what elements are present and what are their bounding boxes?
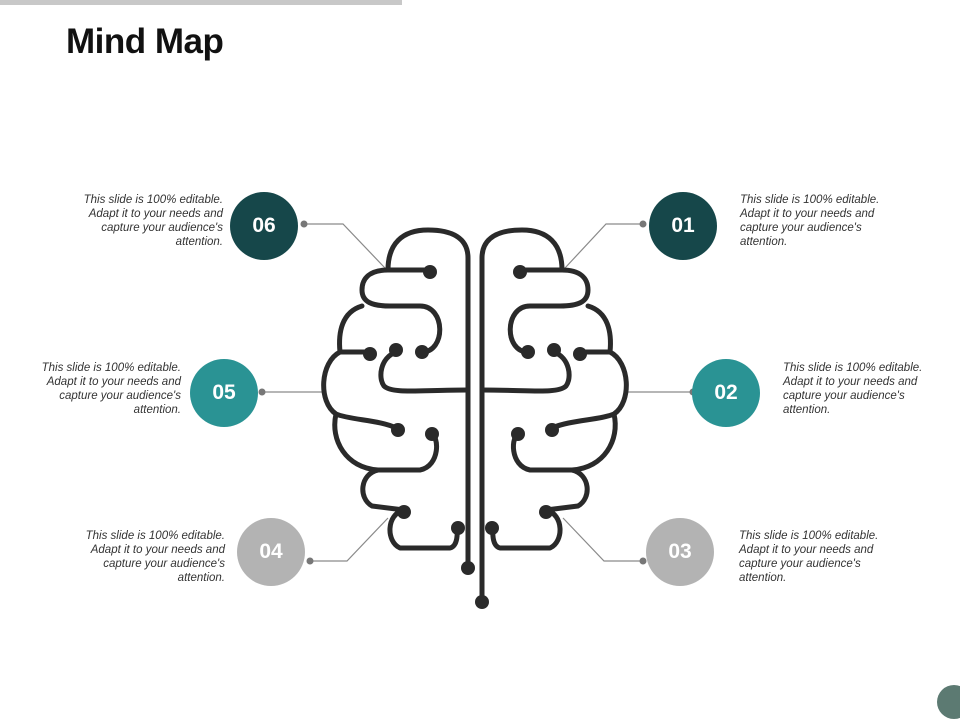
node-06-label: 06 [252, 214, 276, 237]
node-02-circle: 02 [692, 359, 760, 427]
node-05-description: This slide is 100% editable. Adapt it to… [41, 362, 181, 416]
corner-decoration [937, 685, 960, 719]
node-02-description: This slide is 100% editable. Adapt it to… [783, 362, 923, 416]
node-01-label: 01 [671, 214, 695, 237]
brain-right-hemisphere [479, 227, 629, 603]
node-05-circle: 05 [190, 359, 258, 427]
node-04-circle: 04 [237, 518, 305, 586]
connector-06 [304, 223, 386, 269]
node-04-label: 04 [259, 540, 283, 563]
node-01-description: This slide is 100% editable. Adapt it to… [740, 194, 880, 248]
node-03-label: 03 [668, 540, 692, 563]
connector-dot-05 [258, 388, 266, 396]
brain-nodes [363, 265, 587, 609]
connector-04 [310, 517, 389, 562]
brain-left-hemisphere [321, 227, 471, 569]
node-01-circle: 01 [649, 192, 717, 260]
page-title: Mind Map [66, 22, 224, 61]
connector-01 [564, 223, 643, 269]
connector-dot-03 [639, 557, 647, 565]
node-04-description: This slide is 100% editable. Adapt it to… [85, 530, 225, 584]
connector-03 [562, 517, 643, 562]
node-06-description: This slide is 100% editable. Adapt it to… [83, 194, 223, 248]
top-accent-bar [0, 0, 402, 5]
node-03-circle: 03 [646, 518, 714, 586]
node-02-label: 02 [714, 381, 738, 404]
node-06-circle: 06 [230, 192, 298, 260]
node-05-label: 05 [212, 381, 236, 404]
connectors [262, 223, 693, 562]
connector-dot-06 [300, 220, 308, 228]
node-03-description: This slide is 100% editable. Adapt it to… [739, 530, 879, 584]
connector-dot-04 [306, 557, 314, 565]
connector-dot-01 [639, 220, 647, 228]
